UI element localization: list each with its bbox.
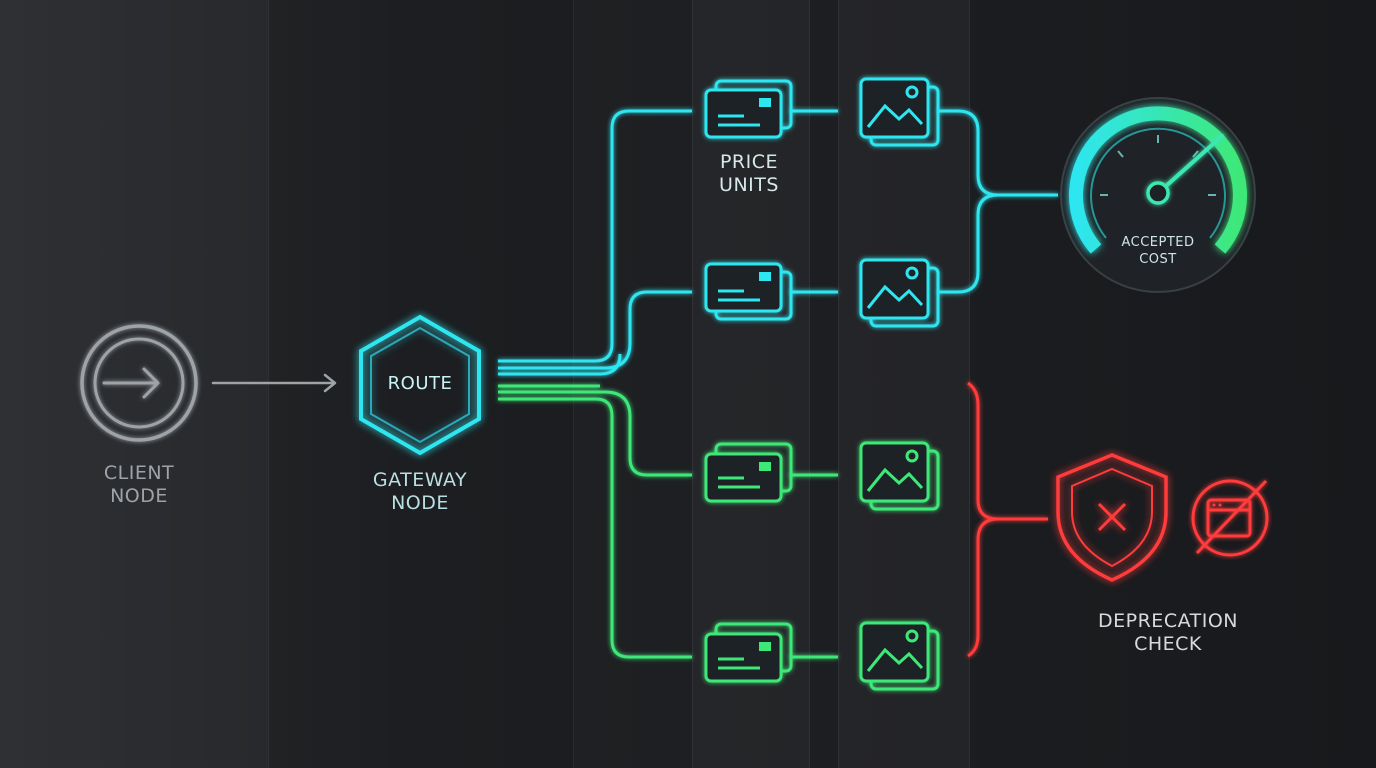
client-label-line1: CLIENT [103,462,175,484]
price-units-line1: PRICE [719,151,779,173]
deprecation-check-label: DEPRECATION CHECK [1078,610,1258,656]
client-to-gateway-arrow [211,373,337,393]
client-node-icon [80,324,198,442]
cyan-merge-brace [938,109,1058,294]
image-stack-row-2 [859,258,940,328]
column-band-3 [692,0,810,768]
gateway-hexagon-icon [359,314,481,456]
deprecation-label-line1: DEPRECATION [1098,610,1238,632]
cyan-branch-lines [498,109,838,376]
gauge-label-line1: ACCEPTED [1121,235,1195,250]
price-units-line2: UNITS [719,174,779,196]
price-card-row-4 [704,622,793,683]
client-label-line2: NODE [110,485,168,507]
gateway-label-line2: NODE [391,492,449,514]
price-card-row-2 [704,262,793,321]
shield-x-icon [1056,453,1168,582]
price-card-row-3 [704,442,793,503]
green-branch-lines [498,384,838,659]
image-stack-row-3 [859,441,940,511]
price-card-row-1 [704,79,793,139]
red-merge-brace [967,381,1048,658]
gauge-label-line2: COST [1139,252,1177,267]
image-stack-row-4 [859,621,940,691]
price-units-label: PRICE UNITS [699,151,799,197]
gauge-icon [1060,97,1256,293]
gateway-node-label: GATEWAY NODE [350,469,490,515]
image-stack-row-1 [859,77,940,147]
gateway-label-line1: GATEWAY [372,469,468,491]
deprecation-label-line2: CHECK [1134,633,1202,655]
blocked-window-icon [1191,479,1269,557]
client-node-label: CLIENT NODE [79,462,199,508]
gateway-inner-label: ROUTE [387,373,453,394]
gauge-label: ACCEPTED COST [1098,234,1218,268]
